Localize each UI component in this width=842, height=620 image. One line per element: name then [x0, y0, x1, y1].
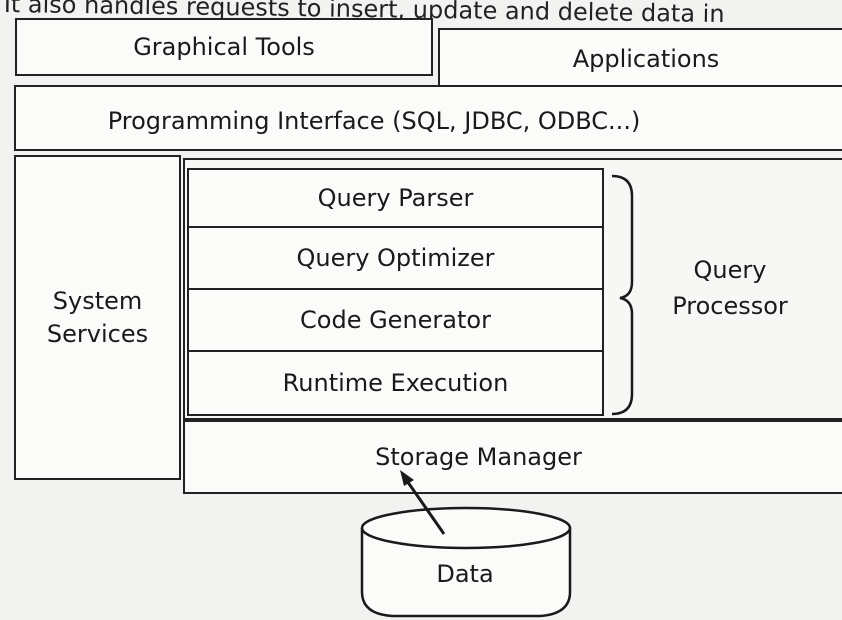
graphical-tools-label: Graphical Tools — [133, 32, 315, 61]
graphical-tools-box: Graphical Tools — [15, 18, 433, 76]
query-parser-box: Query Parser — [187, 168, 604, 228]
system-services-label: System Services — [46, 287, 149, 348]
applications-box: Applications — [438, 28, 842, 90]
query-optimizer-box: Query Optimizer — [187, 226, 604, 290]
runtime-execution-label: Runtime Execution — [282, 368, 509, 397]
code-generator-label: Code Generator — [300, 305, 491, 334]
query-processor-label: Query Processor — [672, 256, 788, 320]
runtime-execution-box: Runtime Execution — [187, 350, 604, 416]
query-parser-label: Query Parser — [317, 183, 474, 212]
system-services-box: System Services — [14, 155, 181, 480]
data-label: Data — [436, 560, 494, 588]
storage-manager-box: Storage Manager — [183, 420, 842, 494]
programming-interface-label: Programming Interface (SQL, JDBC, ODBC..… — [107, 106, 641, 135]
query-optimizer-label: Query Optimizer — [296, 243, 495, 272]
code-generator-box: Code Generator — [187, 288, 604, 352]
programming-interface-box: Programming Interface (SQL, JDBC, ODBC..… — [14, 85, 842, 151]
applications-label: Applications — [572, 44, 720, 73]
storage-manager-label: Storage Manager — [375, 442, 582, 471]
